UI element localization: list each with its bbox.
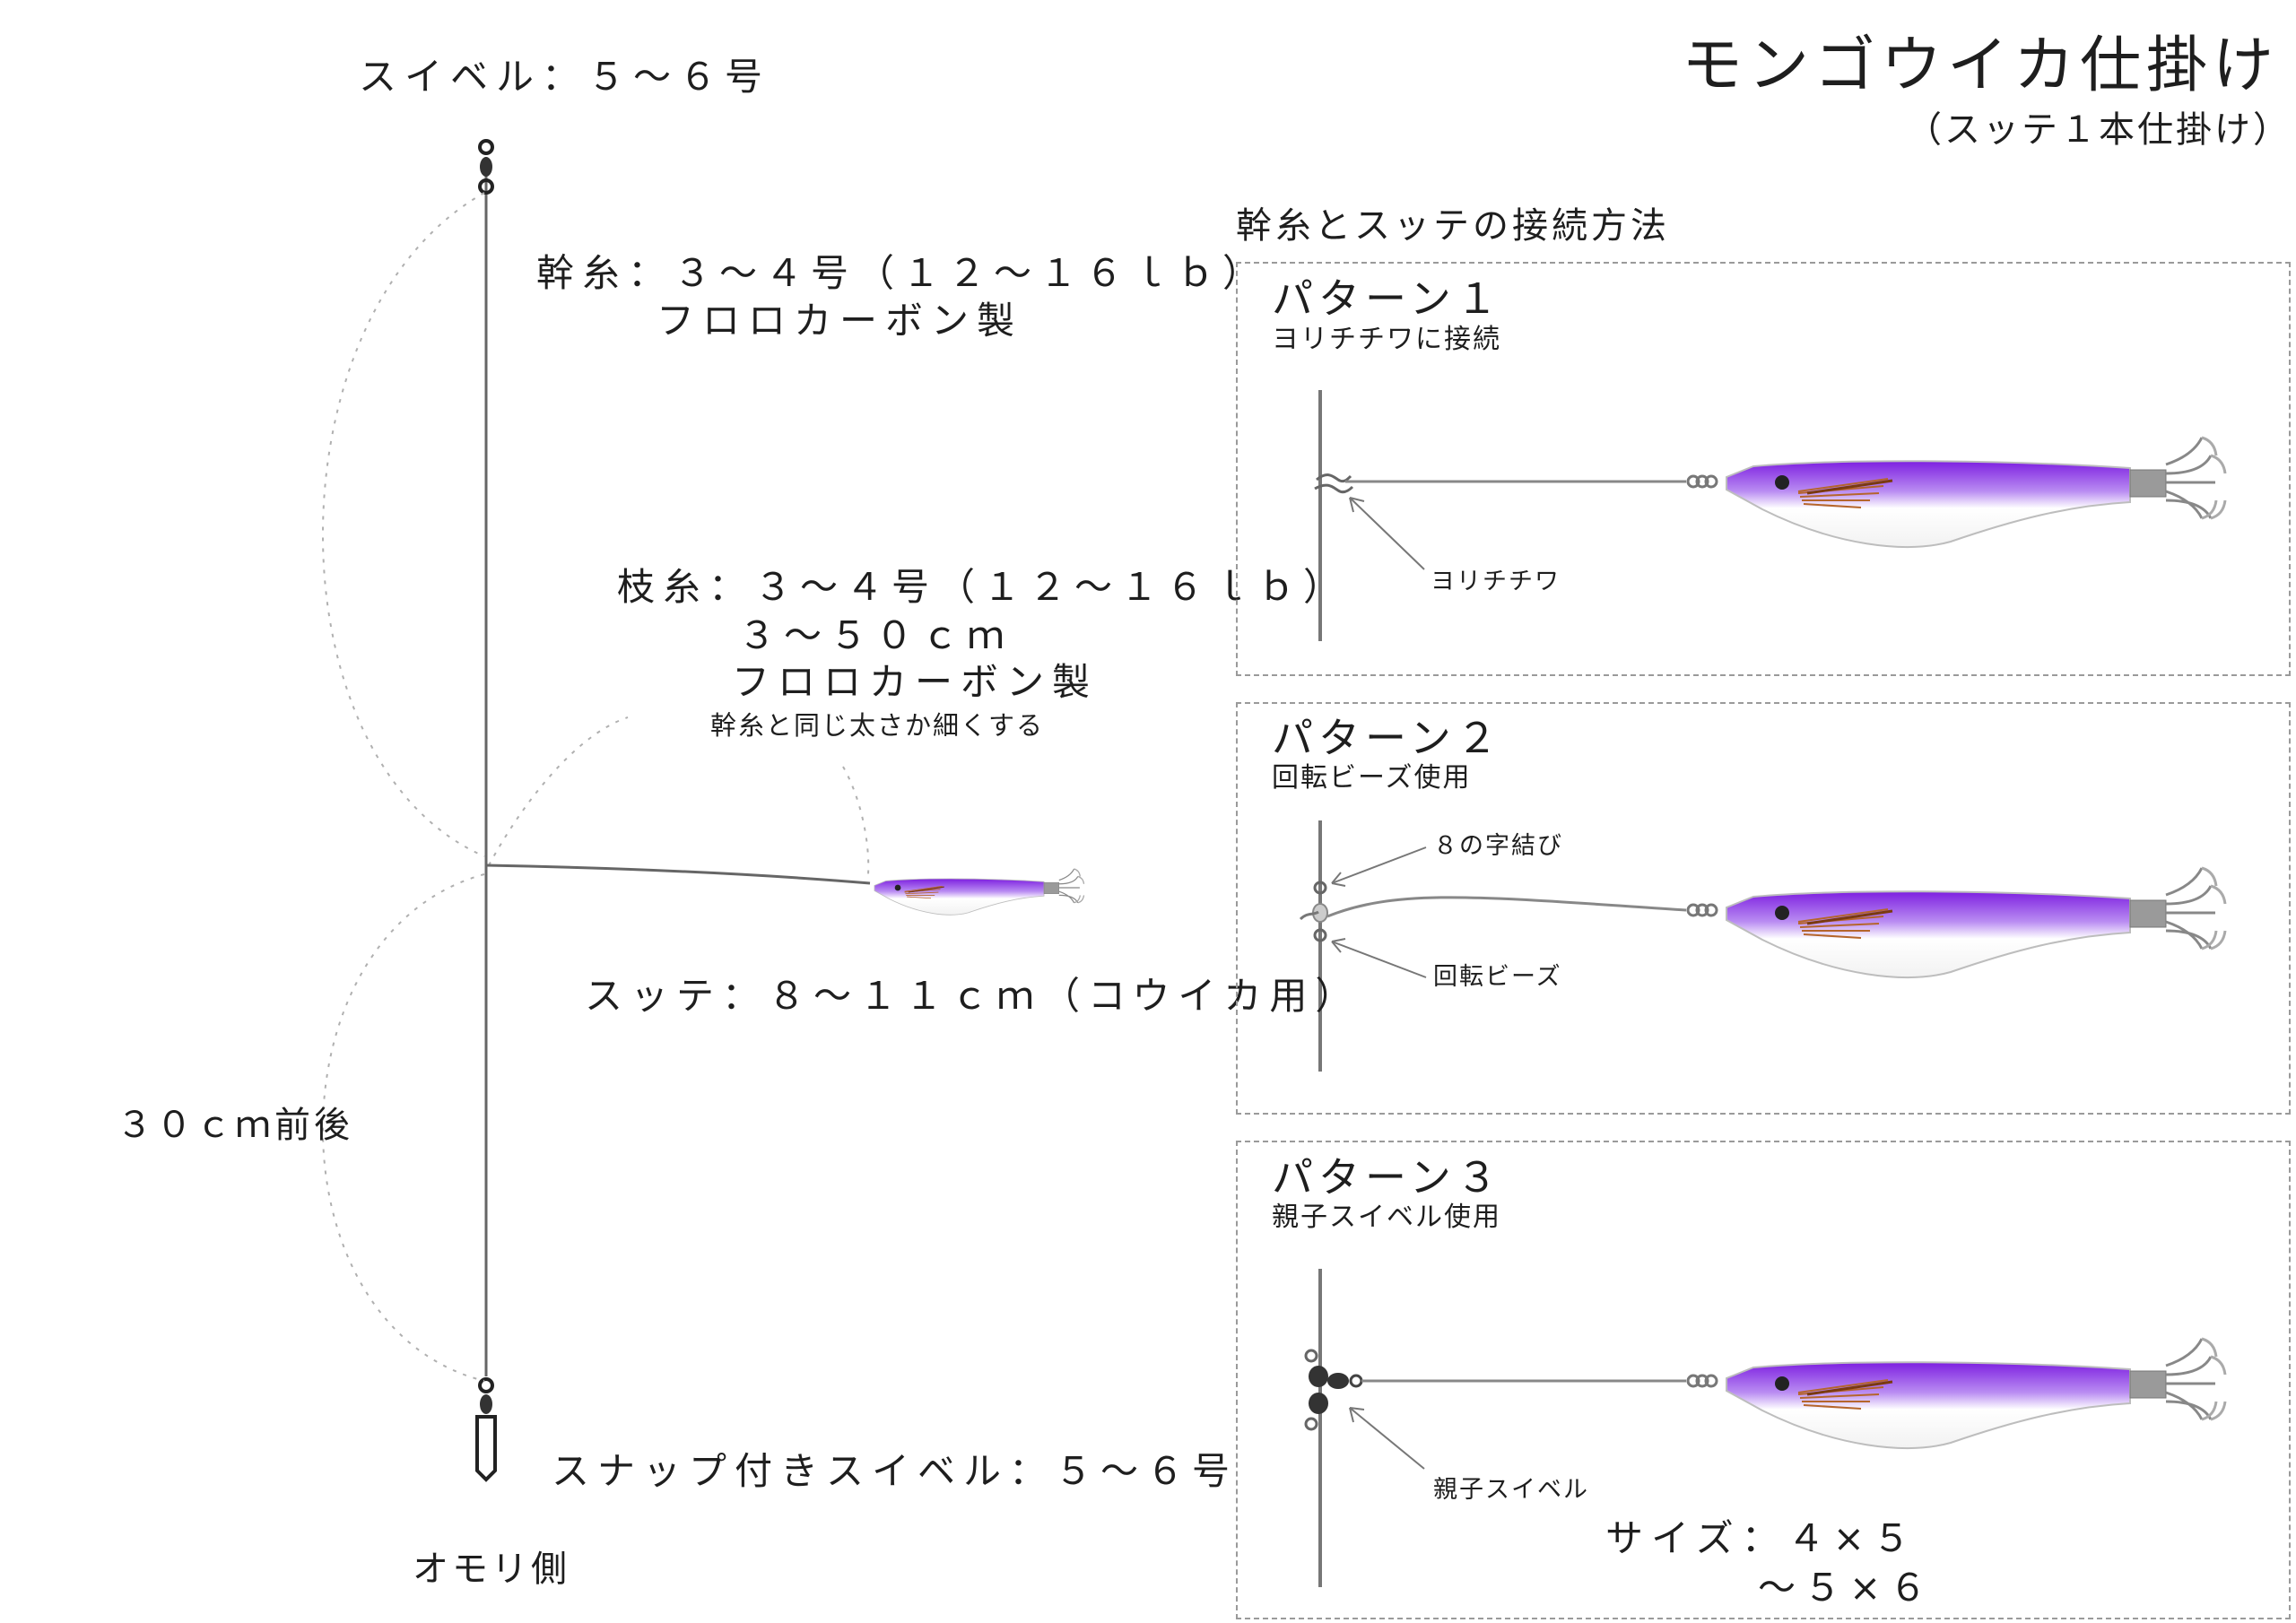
spacing-label: ３０ｃｍ前後 [117, 1105, 353, 1146]
pattern2-callout-knot: ８の字結び [1433, 832, 1563, 860]
sinker-side-label: オモリ側 [413, 1549, 570, 1590]
guide-arcs [322, 192, 870, 1382]
snap-swivel-label: スナップ付きスイベル：５～６号 [552, 1449, 1239, 1493]
pattern3-size-label-2: ～５×６ [1758, 1566, 1935, 1610]
pattern2-graphic [1299, 820, 2227, 1072]
connection-heading: 幹糸とスッテの接続方法 [1236, 205, 1670, 247]
mainline-label: 幹糸：３～４号（１２～１６ｌｂ） [536, 251, 1269, 295]
pattern2-title: パターン２ [1272, 714, 1503, 762]
branch-line [485, 864, 871, 885]
pattern-panel-1 [1236, 262, 2291, 676]
branch-note: 幹糸と同じ太さか細くする [710, 710, 1045, 741]
sutte-small [874, 868, 1085, 916]
pattern1-title: パターン１ [1272, 274, 1503, 323]
branch-material: フロロカーボン製 [732, 660, 1099, 704]
pattern1-desc: ヨリチチワに接続 [1272, 324, 1501, 355]
pattern-panel-3 [1236, 1141, 2291, 1619]
pattern-panel-2 [1236, 702, 2291, 1115]
branch-length: ３～５０ｃｍ [738, 613, 1013, 657]
branch-label: 枝糸：３～４号（１２～１６ｌｂ） [617, 565, 1350, 609]
mainline-material: フロロカーボン製 [657, 299, 1023, 343]
snap-swivel-icon [475, 1377, 497, 1482]
pattern3-callout: 親子スイベル [1433, 1476, 1589, 1504]
page-subtitle: （スッテ１本仕掛け） [1906, 109, 2292, 151]
top-swivel-label: スイベル：５～６号 [359, 55, 771, 99]
pattern3-desc: 親子スイベル使用 [1272, 1202, 1501, 1233]
pattern3-title: パターン３ [1272, 1153, 1503, 1202]
pattern2-callout-bead: 回転ビーズ [1433, 963, 1562, 991]
pattern3-size-label: サイズ：４×５ [1605, 1516, 1918, 1560]
pattern1-graphic [1314, 390, 2227, 641]
top-swivel-icon [478, 139, 494, 195]
pattern2-desc: 回転ビーズ使用 [1272, 762, 1472, 794]
page-title: モンゴウイカ仕掛け [1682, 30, 2280, 101]
pattern3-graphic [1304, 1269, 2227, 1587]
sutte-label: スッテ：８～１１ｃｍ（コウイカ用） [585, 974, 1361, 1018]
pattern1-callout: ヨリチチワ [1431, 568, 1561, 595]
